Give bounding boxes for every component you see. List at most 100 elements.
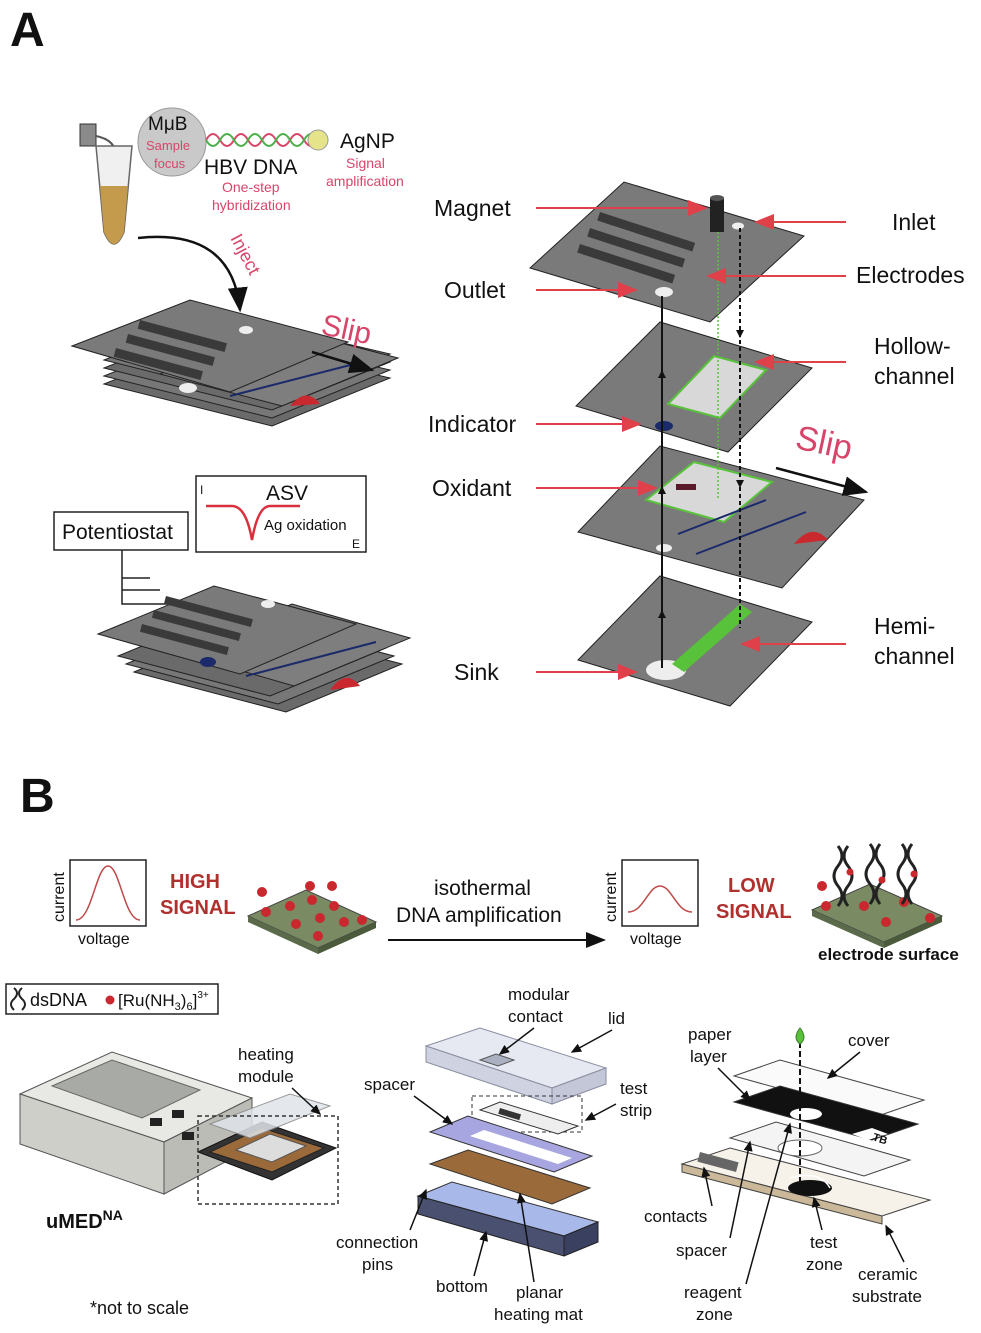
high-signal-line1: HIGH	[170, 871, 220, 893]
hbv-dna-label: HBV DNA	[204, 156, 297, 179]
cover-label: cover	[848, 1031, 890, 1050]
current-label-1: current	[51, 872, 68, 922]
asv-axis-i: I	[200, 483, 203, 497]
connection-pins-pointer	[409, 1188, 427, 1231]
mub-bead	[137, 107, 207, 177]
exploded-cartridge	[416, 1027, 608, 1257]
inject-arrow	[137, 235, 248, 313]
asv-label: ASV	[266, 482, 308, 505]
test-strip-line1: test	[620, 1079, 648, 1098]
bottom-label: bottom	[436, 1277, 488, 1296]
test-strip-layers	[680, 1027, 932, 1225]
high-signal-line2: SIGNAL	[160, 897, 236, 919]
isothermal-label-line2: DNA amplification	[396, 904, 562, 927]
slip-label-right: Slip	[792, 419, 855, 468]
legend-ru-complex: [Ru(NH3)6]3+	[118, 990, 209, 1013]
planar-heating-pointer	[516, 1192, 535, 1283]
modular-contact-line2: contact	[508, 1007, 563, 1026]
spacer-label-stack: spacer	[364, 1075, 415, 1094]
planar-heating-line2: heating mat	[494, 1305, 583, 1324]
reagent-zone-line1: reagent	[684, 1283, 742, 1302]
agnp-label: AgNP	[340, 130, 395, 153]
connection-pins-line2: pins	[362, 1255, 393, 1274]
ceramic-substrate-line1: ceramic	[858, 1265, 918, 1284]
modular-contact-pointer	[498, 1027, 535, 1055]
umed-device-illustration	[18, 1051, 339, 1205]
potentiostat-label: Potentiostat	[62, 521, 173, 544]
sample-tube-icon	[79, 123, 133, 245]
low-signal-line2: SIGNAL	[716, 901, 792, 923]
slip-arrow-left	[311, 350, 375, 374]
hemi-channel-line1: Hemi-	[874, 613, 935, 639]
magnet-label: Magnet	[434, 195, 511, 221]
reagent-zone-pointer	[745, 1122, 792, 1285]
electrode-surface-label: electrode surface	[818, 945, 959, 964]
test-strip-pointer	[584, 1103, 617, 1121]
oxidant-label: Oxidant	[432, 475, 512, 501]
test-zone-pointer	[811, 1196, 823, 1231]
sink-label: Sink	[454, 659, 499, 685]
slip-arrow-right	[775, 466, 869, 496]
spacer-pointer-stack	[413, 1095, 454, 1125]
heating-module-line1: heating	[238, 1045, 294, 1064]
ceramic-substrate-pointer	[885, 1224, 905, 1263]
signal-line2: amplification	[326, 173, 404, 189]
agnp-particle	[307, 129, 329, 151]
asv-plot	[195, 475, 367, 553]
slipchip-stack-top	[70, 299, 400, 427]
tb-label: TB	[871, 1131, 889, 1147]
not-to-scale-label: *not to scale	[90, 1298, 189, 1318]
modular-contact-line1: modular	[508, 985, 570, 1004]
ag-oxidation-label: Ag oxidation	[264, 517, 347, 534]
connection-pins-line1: connection	[336, 1233, 418, 1252]
contacts-label: contacts	[644, 1207, 707, 1226]
test-zone-line1: test	[810, 1233, 838, 1252]
test-zone-line2: zone	[806, 1255, 843, 1274]
signal-line1: Signal	[346, 155, 385, 171]
spacer-pointer-strip	[729, 1140, 753, 1239]
contacts-pointer	[701, 1166, 713, 1207]
high-signal-plot	[69, 859, 147, 927]
sample-focus-line2: focus	[154, 156, 186, 171]
current-label-2: current	[603, 872, 620, 922]
heating-module-pointer	[291, 1087, 322, 1116]
reagent-zone-line2: zone	[696, 1305, 733, 1324]
lid-label: lid	[608, 1009, 625, 1028]
umed-name: uMEDNA	[46, 1207, 123, 1233]
lid-pointer	[570, 1029, 613, 1053]
panel-label-a: A	[10, 4, 45, 57]
asv-axis-e: E	[352, 537, 360, 551]
hollow-channel-line1: Hollow-	[874, 333, 951, 359]
low-signal-line1: LOW	[728, 875, 775, 897]
electrode-low	[810, 843, 944, 948]
mub-label: MμB	[148, 114, 187, 135]
paper-layer-line2: layer	[690, 1047, 727, 1066]
inject-label: Inject	[226, 230, 264, 277]
paper-layer-line1: paper	[688, 1025, 732, 1044]
slipchip-stack-bottom	[96, 585, 412, 713]
legend-dsdna: dsDNA	[30, 990, 87, 1010]
legend-box	[5, 983, 219, 1015]
hollow-channel-line2: channel	[874, 363, 955, 389]
electrode-high	[246, 881, 378, 954]
indicator-label: Indicator	[428, 411, 517, 437]
hemi-channel-line2: channel	[874, 643, 955, 669]
voltage-label-1: voltage	[78, 931, 130, 948]
isothermal-label-line1: isothermal	[434, 877, 531, 900]
paper-layer-pointer	[717, 1067, 752, 1102]
potentiostat-box	[53, 511, 189, 551]
voltage-label-2: voltage	[630, 931, 682, 948]
sample-focus-line1: Sample	[146, 138, 190, 153]
low-signal-plot	[621, 859, 699, 927]
hbv-dna-helix-icon	[205, 133, 319, 147]
panel-label-b: B	[20, 770, 55, 823]
ceramic-substrate-line2: substrate	[852, 1287, 922, 1306]
cover-pointer	[826, 1051, 861, 1079]
outlet-label: Outlet	[444, 277, 506, 303]
heating-module-line2: module	[238, 1067, 294, 1086]
potentiostat-wire	[121, 550, 168, 605]
spacer-label-strip: spacer	[676, 1241, 727, 1260]
bottom-pointer	[473, 1230, 488, 1277]
inlet-label: Inlet	[892, 209, 936, 235]
